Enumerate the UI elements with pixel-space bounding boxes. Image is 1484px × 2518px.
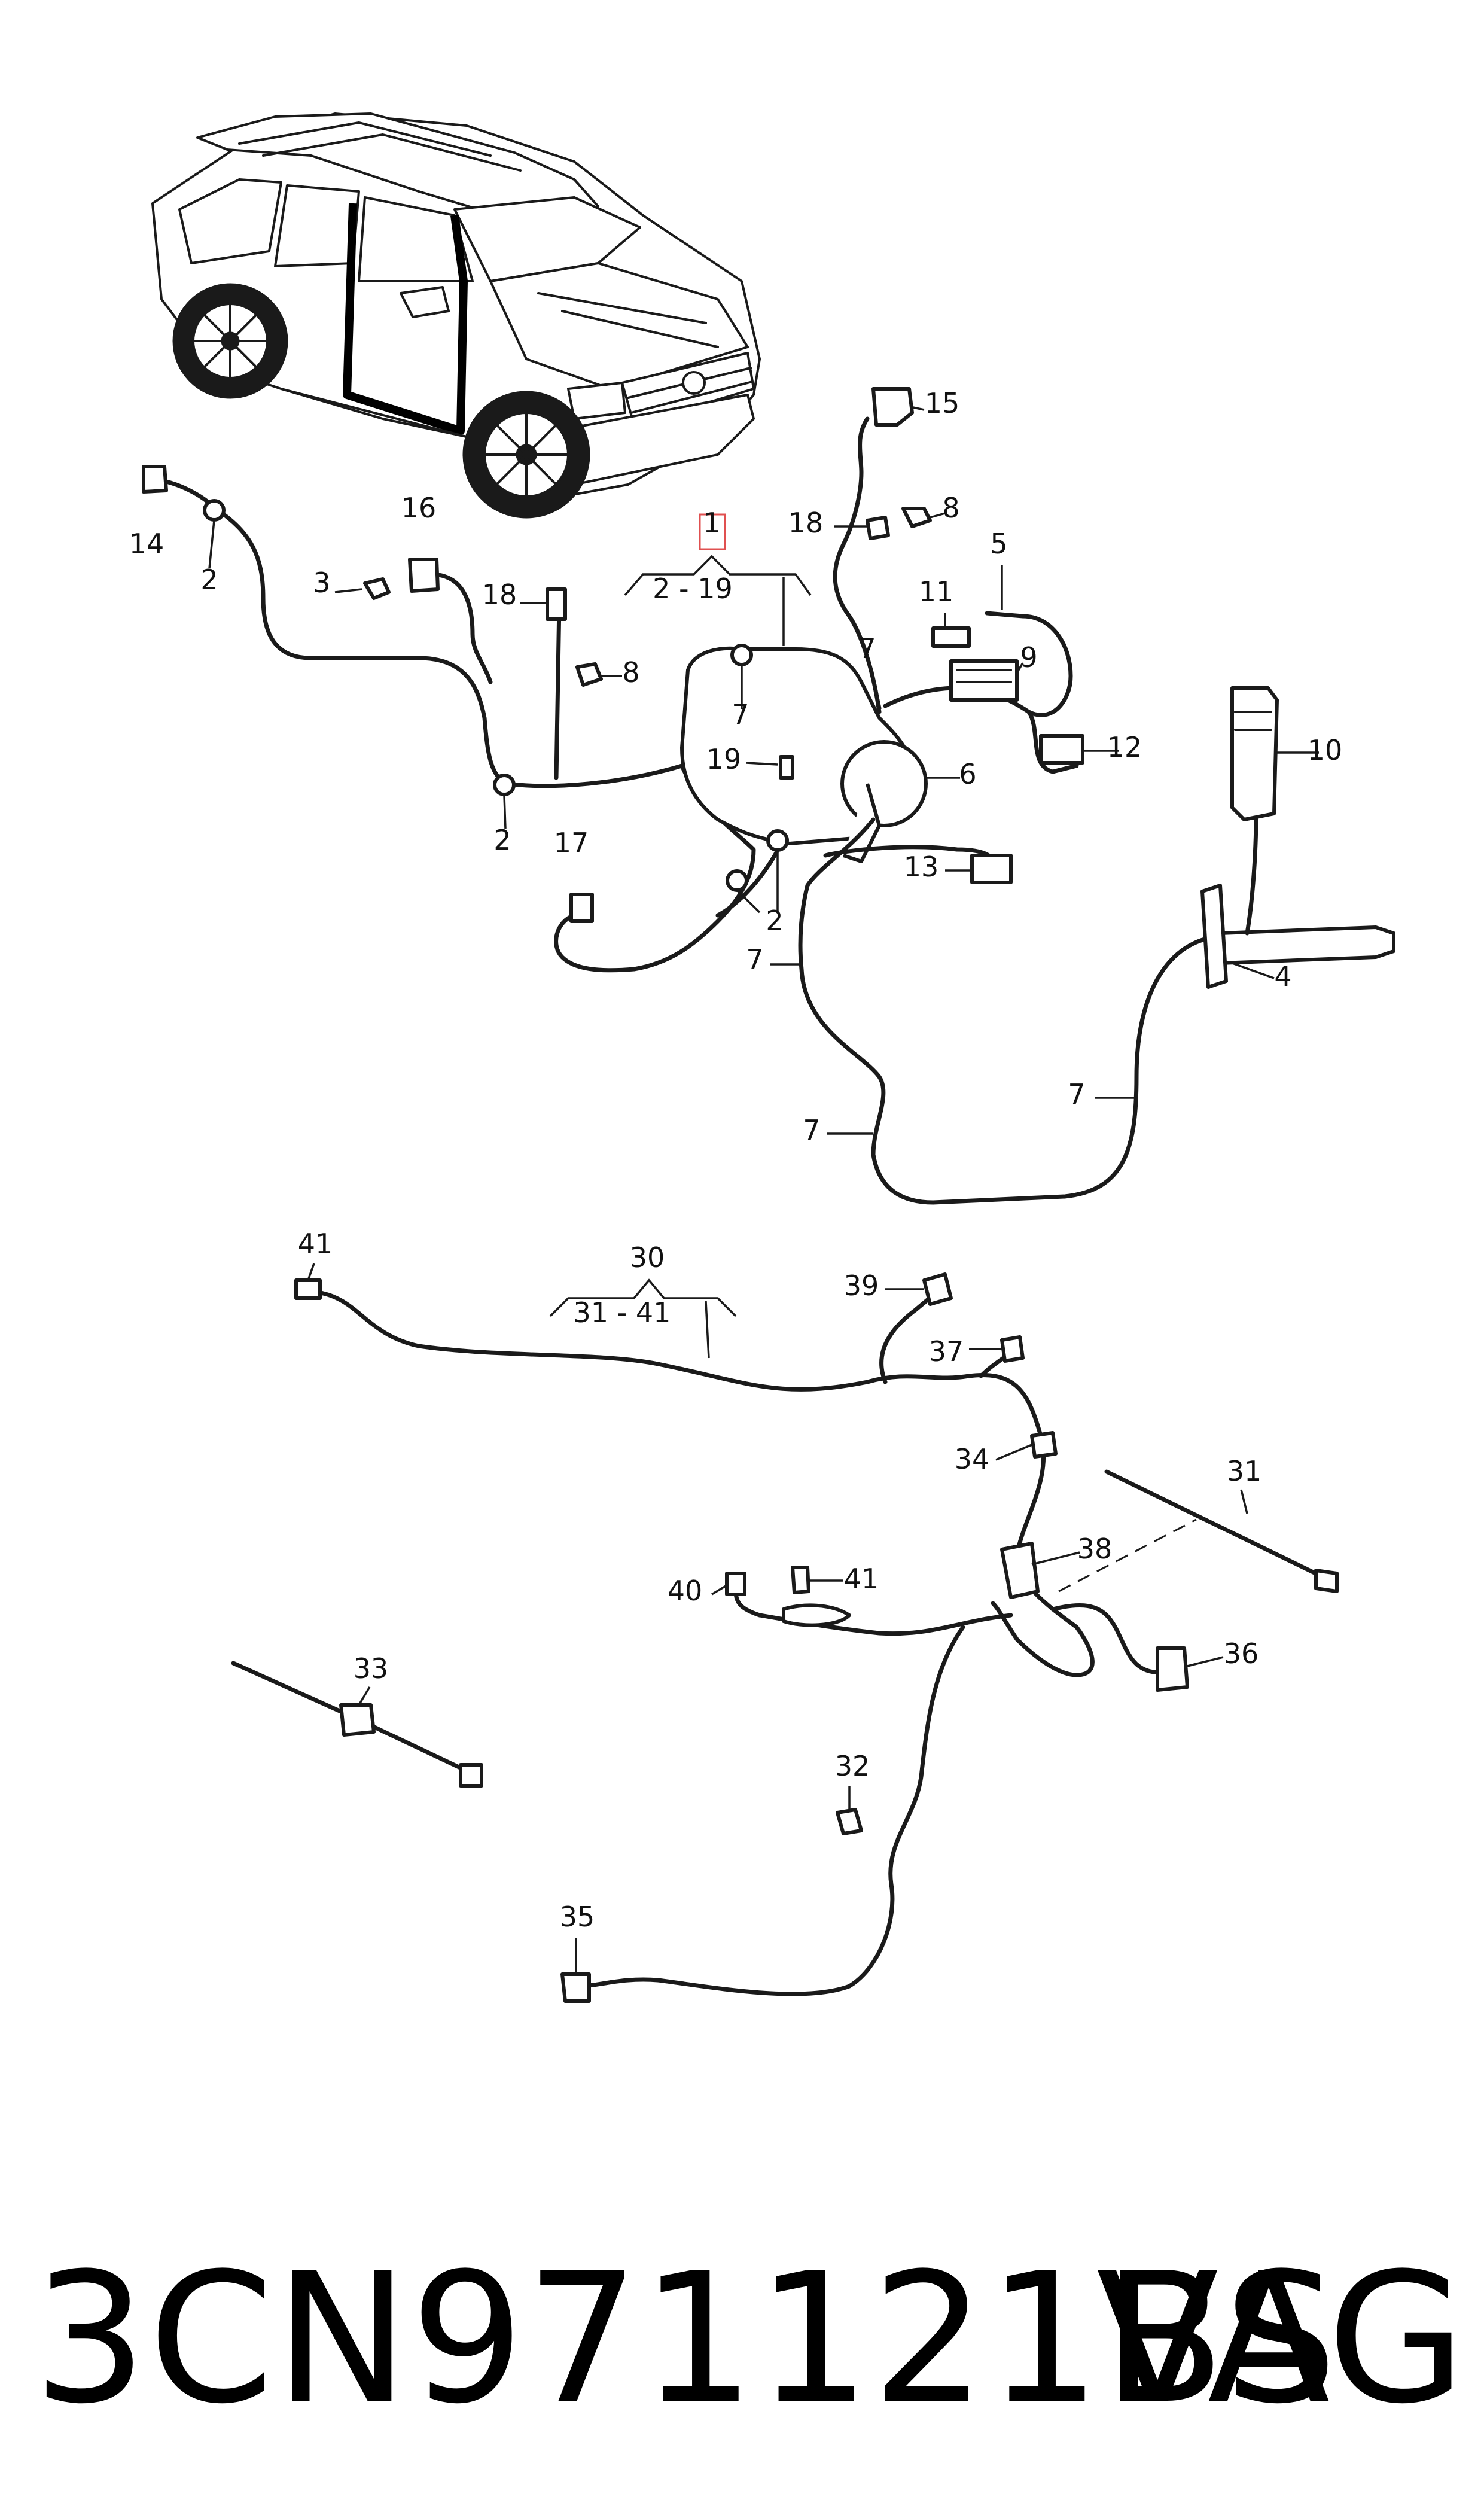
callout-label-c19: 19 <box>706 743 742 775</box>
callout-label-c6: 6 <box>959 758 976 790</box>
brand-name: VAG <box>1096 2234 1466 2443</box>
callout-label-c3: 3 <box>313 567 330 599</box>
callout-label-c7d: 7 <box>858 632 876 665</box>
callout-label-c31: 31 <box>1227 1455 1262 1487</box>
callout-label-c38: 38 <box>1077 1533 1113 1565</box>
callout-label-c2-19: 2 - 19 <box>653 573 733 605</box>
callout-label-c2c: 2 <box>766 905 783 937</box>
callout-label-c13: 13 <box>904 851 939 883</box>
part-number: 3CN971121BS <box>33 2234 1339 2443</box>
footer: 3CN971121BS VAG <box>0 2249 1484 2429</box>
callout-label-c7a: 7 <box>732 698 749 730</box>
callout-label-c7e: 7 <box>1068 1078 1085 1110</box>
callout-label-c31-41: 31 - 41 <box>574 1296 671 1329</box>
callout-label-c36: 36 <box>1224 1637 1259 1670</box>
callout-label-c10: 10 <box>1308 734 1343 766</box>
callout-label-c41a: 41 <box>298 1228 333 1260</box>
callout-label-c32: 32 <box>835 1750 870 1782</box>
callout-label-c40: 40 <box>668 1575 703 1607</box>
door-harness-upper <box>142 387 1395 1205</box>
callout-label-c30: 30 <box>630 1241 665 1274</box>
callout-label-c35: 35 <box>560 1901 595 1933</box>
callout-label-c39: 39 <box>844 1269 879 1302</box>
callout-label-c12: 12 <box>1107 731 1142 763</box>
callout-label-c17: 17 <box>554 827 589 859</box>
callout-label-c4: 4 <box>1274 960 1291 992</box>
callout-label-c2a: 2 <box>200 564 218 596</box>
callout-label-c11: 11 <box>919 576 954 608</box>
callout-label-c8b: 8 <box>942 492 959 524</box>
callout-label-c1: 1 <box>703 507 720 539</box>
vehicle-illustration <box>151 112 761 519</box>
callout-label-c7b: 7 <box>746 943 763 976</box>
callout-label-c15: 15 <box>925 387 960 419</box>
callout-label-c34: 34 <box>955 1443 990 1475</box>
callout-label-c18b: 18 <box>788 507 824 539</box>
door-harness-lower <box>231 1263 1339 2003</box>
callout-label-c7c: 7 <box>803 1114 820 1146</box>
part-1-highlight-box <box>699 513 726 550</box>
callout-label-c33: 33 <box>354 1652 389 1685</box>
callout-label-c8a: 8 <box>622 656 639 689</box>
callout-label-c18a: 18 <box>482 578 517 611</box>
callout-label-c14: 14 <box>129 528 164 560</box>
callout-label-c16: 16 <box>401 492 437 524</box>
callout-label-c37: 37 <box>929 1335 964 1368</box>
callout-label-c9: 9 <box>1020 641 1037 674</box>
callout-label-c5: 5 <box>990 528 1007 560</box>
callout-label-c2b: 2 <box>493 824 511 856</box>
callout-label-c41b: 41 <box>844 1563 879 1595</box>
